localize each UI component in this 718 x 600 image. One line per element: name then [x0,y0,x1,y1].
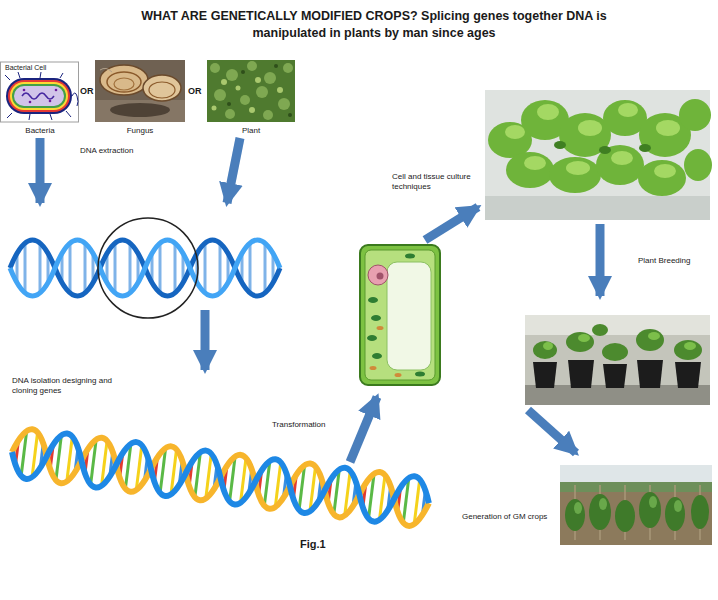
gm-crop-field-photo [560,465,712,545]
step-label: DNA isolation designing and cloning gene… [12,376,127,395]
picture-caption: Plant [242,126,260,136]
figure-caption: Fig.1 [300,538,326,551]
or-word: OR [188,86,202,97]
picture-text: Bacterial Cell [4,64,47,72]
step-label: DNA extraction [80,146,133,156]
or-word: OR [80,86,94,97]
picture-node: Plant [207,62,295,136]
step-label: Cell and tissue culture techniques [392,172,472,191]
bacterium-picture [1,62,79,122]
plant-cell [360,245,440,385]
step-label: Transformation [272,420,326,430]
picture-caption: Fungus [127,126,154,136]
plant-picture [207,60,295,122]
cloned-gene-helix [9,427,432,528]
potted-plants-photo [525,315,710,405]
fungus-picture [95,60,185,122]
dna-helix [10,218,280,318]
step-label: Generation of GM crops [462,512,547,522]
process-arrows [40,138,600,462]
tissue-culture-photo [485,90,712,220]
step-label: Plant Breeding [638,256,690,266]
picture-caption: Bacteria [25,126,54,136]
diagram-title: WHAT ARE GENETICALLY MODIFIED CROPS? Spl… [134,8,614,42]
picture-node: Bacteria [0,62,80,136]
picture-node: Fungus [95,62,185,136]
